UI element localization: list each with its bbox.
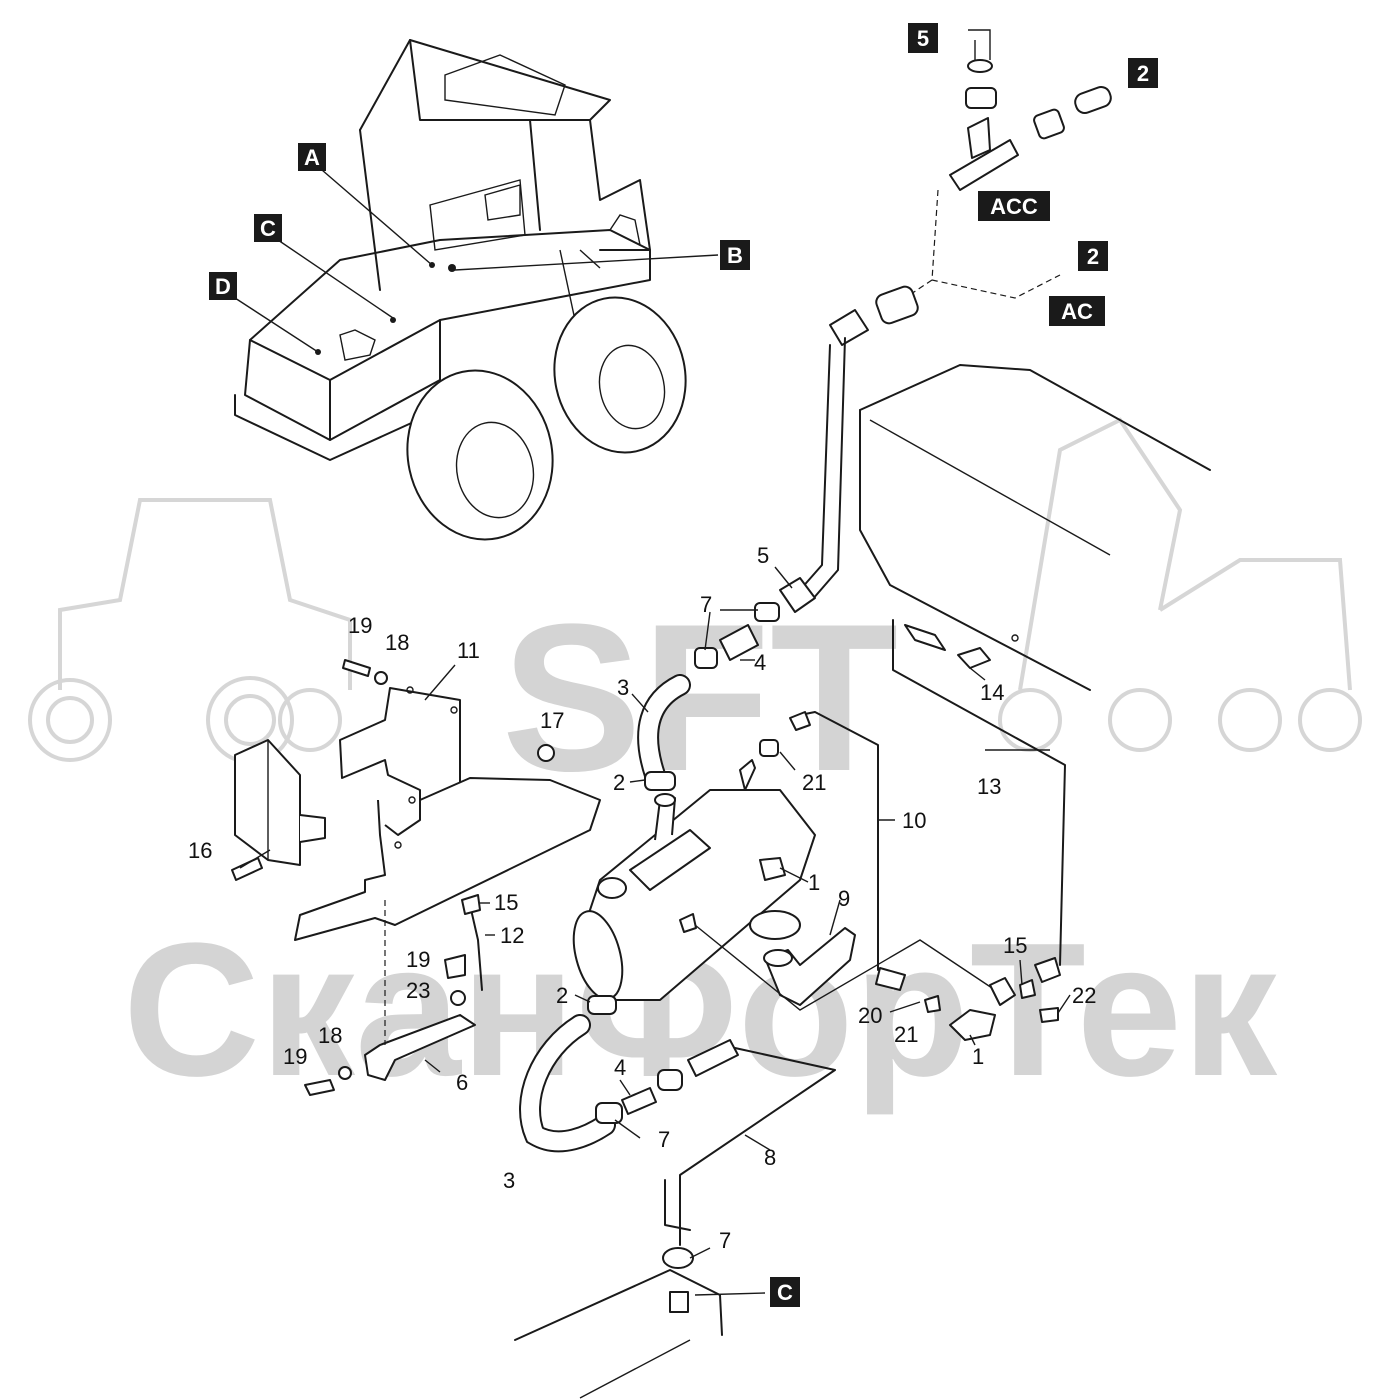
callout-18-bottom: 18 xyxy=(318,1023,342,1048)
callout-5: 5 xyxy=(757,543,769,568)
hose-3-bottom xyxy=(519,995,836,1246)
svg-text:D: D xyxy=(215,274,231,299)
tag-2-top: 2 xyxy=(1128,58,1158,88)
hose-clamp-icon xyxy=(1033,108,1065,140)
callout-7-tank: 7 xyxy=(719,1228,731,1253)
callout-17: 17 xyxy=(540,708,564,733)
callout-numbers: 5 7 4 3 2 21 10 13 14 19 18 11 17 16 1 9… xyxy=(188,543,1096,1253)
callout-21-bottom: 21 xyxy=(894,1022,918,1047)
callout-7-bottom: 7 xyxy=(658,1127,670,1152)
hose-3-top xyxy=(637,602,780,791)
bracket-6 xyxy=(304,894,483,1096)
svg-text:2: 2 xyxy=(1087,244,1099,269)
callout-leader-lines xyxy=(239,566,1071,1259)
callout-4-top: 4 xyxy=(754,650,766,675)
hose-clamp-icon xyxy=(754,602,780,622)
fuel-line-13 xyxy=(892,619,1066,983)
callout-15-left: 15 xyxy=(494,890,518,915)
machine-illustration xyxy=(234,39,687,541)
callout-6: 6 xyxy=(456,1070,468,1095)
callout-19-mid: 19 xyxy=(406,947,430,972)
callout-1-heater: 1 xyxy=(808,870,820,895)
svg-text:AC: AC xyxy=(1061,299,1093,324)
svg-text:C: C xyxy=(777,1280,793,1305)
callout-16: 16 xyxy=(188,838,212,863)
callout-11: 11 xyxy=(457,638,480,663)
callout-21-top: 21 xyxy=(802,770,826,795)
hose-clamp-icon xyxy=(875,285,919,325)
svg-text:C: C xyxy=(260,216,276,241)
callout-13: 13 xyxy=(977,774,1001,799)
callout-3-top: 3 xyxy=(617,675,629,700)
callout-8: 8 xyxy=(764,1145,776,1170)
tag-5: 5 xyxy=(908,23,938,53)
tag-2-mid: 2 xyxy=(1078,241,1108,271)
hose-clamp-icon xyxy=(644,771,676,791)
hose-5-line xyxy=(779,285,919,613)
callout-22: 22 xyxy=(1072,983,1096,1008)
callout-18-top: 18 xyxy=(385,630,409,655)
callout-15-right: 15 xyxy=(1003,933,1027,958)
hose-clamp-icon xyxy=(694,647,718,669)
tank-outline xyxy=(859,364,1211,691)
callout-2-top: 2 xyxy=(613,770,625,795)
svg-text:2: 2 xyxy=(1137,61,1149,86)
watermark-excavator-right-icon xyxy=(998,417,1362,752)
tee-connector-assembly xyxy=(904,29,1112,299)
tag-a: A xyxy=(298,143,326,171)
callout-19-top: 19 xyxy=(348,613,372,638)
tag-d: D xyxy=(209,272,237,300)
hose-clamp-icon xyxy=(657,1069,683,1091)
svg-text:ACC: ACC xyxy=(990,194,1038,219)
bracket-11 xyxy=(294,686,601,941)
tag-ac: AC xyxy=(1049,296,1105,326)
control-unit-box xyxy=(231,739,326,881)
sensor-leader-line xyxy=(694,924,996,1011)
callout-9: 9 xyxy=(838,886,850,911)
callout-1-sensor: 1 xyxy=(972,1044,984,1069)
watermark-tractor-left-icon xyxy=(28,498,352,764)
callout-4-bottom: 4 xyxy=(614,1055,626,1080)
callout-14: 14 xyxy=(980,680,1004,705)
hose-10 xyxy=(789,711,906,991)
tag-b: B xyxy=(720,240,750,270)
hose-clamp-icon xyxy=(595,1102,623,1124)
hose-clamp-icon xyxy=(759,739,779,757)
heater-unit xyxy=(572,759,816,1001)
callout-23: 23 xyxy=(406,978,430,1003)
watermark: SFT СканФорТек xyxy=(28,417,1362,1116)
tag-acc: ACC xyxy=(978,191,1050,221)
callout-3-bottom: 3 xyxy=(503,1168,515,1193)
tag-c-bottom: C xyxy=(770,1277,800,1307)
elbow-hose-9 xyxy=(749,910,856,1006)
nut-17-icon xyxy=(537,744,555,762)
svg-text:5: 5 xyxy=(917,26,929,51)
callout-20: 20 xyxy=(858,1003,882,1028)
callout-7-top: 7 xyxy=(700,592,712,617)
tag-c: C xyxy=(254,214,282,242)
callout-12: 12 xyxy=(500,923,524,948)
watermark-logo: SFT xyxy=(502,580,899,815)
bolt-set-top xyxy=(342,659,388,685)
tank-fitting xyxy=(514,1247,766,1399)
callout-10: 10 xyxy=(902,808,926,833)
hose-clamp-icon xyxy=(965,87,997,109)
callout-19-bottom: 19 xyxy=(283,1044,307,1069)
heater-location-icon xyxy=(339,329,376,361)
callout-2-bottom: 2 xyxy=(556,983,568,1008)
svg-text:A: A xyxy=(304,145,320,170)
sensor-assembly xyxy=(924,977,1059,1041)
svg-text:B: B xyxy=(727,243,743,268)
hose-clamp-icon xyxy=(587,995,617,1015)
tag-leader-lines xyxy=(234,169,719,353)
